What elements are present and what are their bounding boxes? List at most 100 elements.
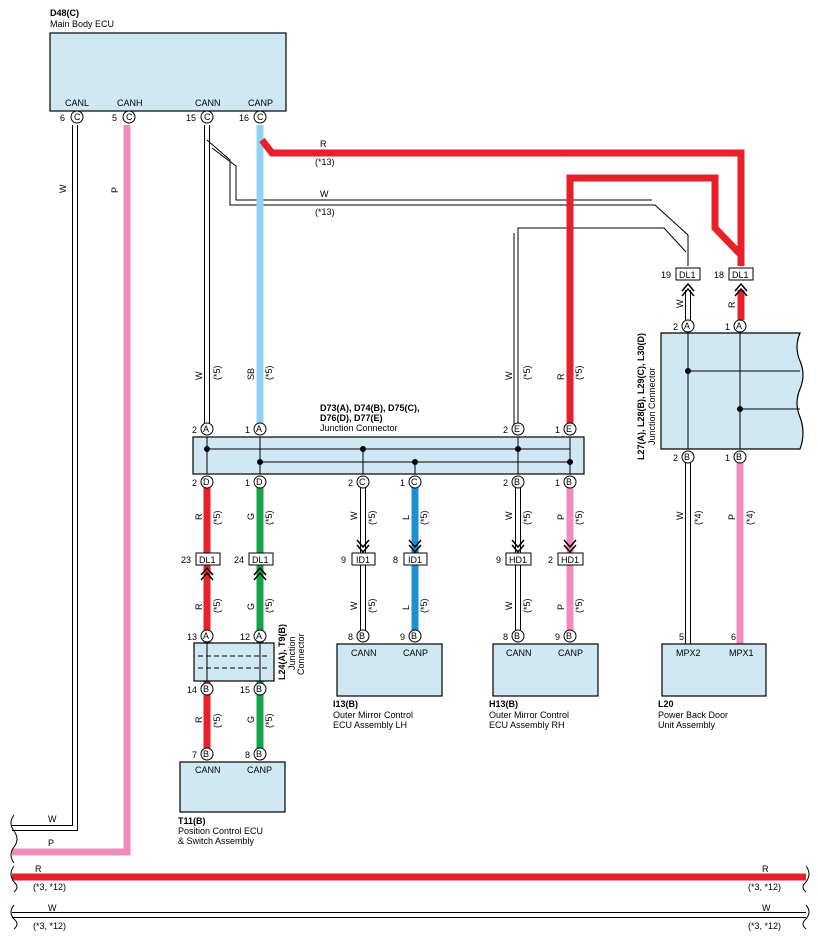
l20-ecu-box [661,643,767,697]
label-sb-j1: SB [246,368,256,380]
svg-text:23: 23 [181,555,191,565]
i13-name1: Outer Mirror Control [333,710,413,720]
svg-text:(*5): (*5) [522,510,532,525]
jc-d73-box [192,436,585,475]
svg-text:(*5): (*5) [367,510,377,525]
svg-text:HD1: HD1 [561,555,579,565]
svg-text:2: 2 [503,478,508,488]
svg-text:ID1: ID1 [356,555,370,565]
svg-text:15: 15 [240,685,250,695]
svg-text:B: B [203,749,209,759]
svg-text:P: P [556,604,566,610]
label-note-bus-red-left: (*3, *12) [33,882,66,892]
svg-text:W: W [349,601,359,610]
svg-text:(*5): (*5) [367,598,377,613]
svg-text:C: C [359,477,366,487]
jc-d73-code2: D76(D), D77(E) [320,413,383,423]
label-note-bus-white-left: (*3, *12) [33,921,66,931]
label-note-bus-white-right: (*3, *12) [748,921,781,931]
h13-code: H13(B) [489,699,518,709]
svg-text:B: B [514,631,520,641]
svg-text:B: B [566,631,572,641]
jc-l27-name: Junction Connector [647,367,657,445]
svg-text:B: B [256,749,262,759]
jc-l27-pins-bottom: B2 B1 [673,450,747,464]
break-marks [10,814,810,930]
i13-ecu-box [336,643,443,697]
d48-pin-canh: CANH [117,98,143,108]
svg-text:DL1: DL1 [199,555,216,565]
label-p-canh-bottom: P [48,838,54,848]
svg-text:P: P [727,514,737,520]
svg-text:2: 2 [673,453,678,463]
t11-code: T11(B) [178,816,206,826]
svg-text:P: P [556,514,566,520]
svg-text:C: C [204,112,211,122]
svg-text:24: 24 [234,555,244,565]
svg-text:W: W [504,511,514,520]
svg-text:C: C [126,112,133,122]
inline-connector-dl1-18: DL1 18 [714,267,754,297]
svg-text:DL1: DL1 [252,555,269,565]
h13-pin1: CANN [506,648,532,658]
svg-text:G: G [246,603,256,610]
svg-text:(*5): (*5) [419,598,429,613]
inline-connector-hd1-2: HD1 2 [548,539,584,566]
svg-text:8: 8 [503,632,508,642]
svg-text:B: B [256,684,262,694]
wire-canl-white [12,125,78,831]
h13-pin2: CANP [558,648,583,658]
i13-name2: ECU Assembly LH [333,720,407,730]
d48-pin-cann: CANN [195,98,221,108]
svg-text:B: B [514,477,520,487]
svg-text:(*5): (*5) [574,598,584,613]
d48-name: Main Body ECU [50,19,114,29]
svg-text:R: R [727,301,737,308]
jc-d73-code1: D73(A), D74(B), D75(C), [320,403,420,413]
h13-name1: Outer Mirror Control [489,710,569,720]
jc-d73-name: Junction Connector [320,423,398,433]
svg-text:R: R [194,513,204,520]
jc-d73-internal [204,437,573,474]
labels-below-junction: R (*5) G (*5) W (*5) L (*5) W (*5) P (*5… [194,299,755,728]
svg-text:(*5): (*5) [522,598,532,613]
d48-ecu-box [49,32,287,112]
svg-text:16: 16 [239,113,249,123]
d48-pin-canl: CANL [65,98,89,108]
svg-text:W: W [675,299,685,308]
svg-text:1: 1 [555,425,560,435]
svg-text:2: 2 [348,478,353,488]
d48-code: D48(C) [50,8,79,18]
t11-pin2: CANP [247,765,272,775]
svg-text:A: A [203,631,209,641]
label-r-bus-right: R [762,864,769,874]
svg-text:1: 1 [555,478,560,488]
svg-text:A: A [256,424,262,434]
svg-text:C: C [257,112,264,122]
svg-text:19: 19 [661,270,671,280]
svg-text:8: 8 [245,750,250,760]
i13-pins: B8 B9 [348,629,422,643]
label-note13-white: (*13) [315,207,335,217]
svg-text:15: 15 [186,113,196,123]
svg-text:B: B [359,631,365,641]
svg-text:2: 2 [673,322,678,332]
label-w-canl-bottom: W [48,814,57,824]
svg-text:A: A [256,631,262,641]
svg-text:B: B [684,452,690,462]
svg-text:12: 12 [240,632,250,642]
svg-text:14: 14 [187,685,197,695]
svg-text:D: D [203,477,210,487]
label-w-bus-left: W [48,903,57,913]
svg-text:(*5): (*5) [212,713,222,728]
label-note5-j1: (*5) [264,365,274,380]
svg-text:9: 9 [341,555,346,565]
l20-pin1: MPX2 [676,648,701,658]
svg-text:W: W [349,511,359,520]
svg-text:18: 18 [714,270,724,280]
svg-text:1: 1 [245,478,250,488]
svg-text:(*5): (*5) [212,598,222,613]
svg-text:(*5): (*5) [574,510,584,525]
svg-text:(*5): (*5) [212,510,222,525]
